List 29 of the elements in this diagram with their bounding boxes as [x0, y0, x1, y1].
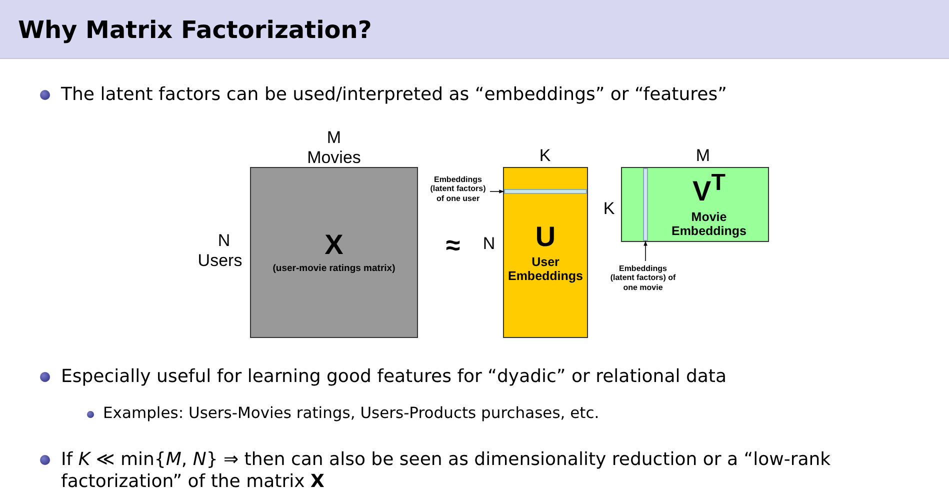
matrix-caption: User Embeddings: [506, 254, 584, 282]
column-strip: [643, 168, 648, 241]
leader-line: [490, 190, 504, 194]
dimension-label: M: [326, 128, 342, 148]
bullet-text: Especially useful for learning good features for “dyadic” or relational data: [61, 366, 726, 387]
dimension-label: K: [539, 146, 551, 166]
movie-matrix: [621, 167, 769, 242]
user-matrix: [503, 167, 588, 338]
bullet-text: If K ≪ min{M, N} ⇒ then can also be seen as dimensionality reduction or a “low-rank factorization” of the matrix X: [61, 449, 831, 492]
annotation-text: Embeddings (latent factors) of one movie: [609, 264, 677, 292]
approx-symbol: ≈: [446, 230, 460, 261]
row-strip: [504, 189, 587, 194]
dimension-label: Movies: [307, 148, 361, 168]
dimension-label: N: [482, 234, 496, 254]
matrix-caption: (user-movie ratings matrix): [272, 263, 396, 274]
slide-title: Why Matrix Factorization?: [18, 16, 372, 44]
ratings-matrix: [250, 167, 418, 338]
dimension-label: N: [218, 231, 230, 251]
annotation-text: Embeddings (latent factors) of one user: [429, 174, 487, 204]
dimension-label: M: [696, 146, 710, 166]
matrix-symbol: X: [324, 231, 344, 259]
matrix-caption: Movie Embeddings: [670, 210, 748, 238]
dimension-label: K: [603, 199, 615, 219]
matrix-symbol: V$^{T}$: [692, 171, 726, 206]
dimension-label: Users: [198, 251, 242, 271]
bullet-text: The latent factors can be used/interpreted as “embeddings” or “features”: [61, 84, 727, 105]
matrix-symbol: U: [535, 222, 556, 250]
leader-line: [644, 240, 648, 262]
bullet-text: Examples: Users-Movies ratings, Users-Products purchases, etc.: [103, 404, 600, 422]
